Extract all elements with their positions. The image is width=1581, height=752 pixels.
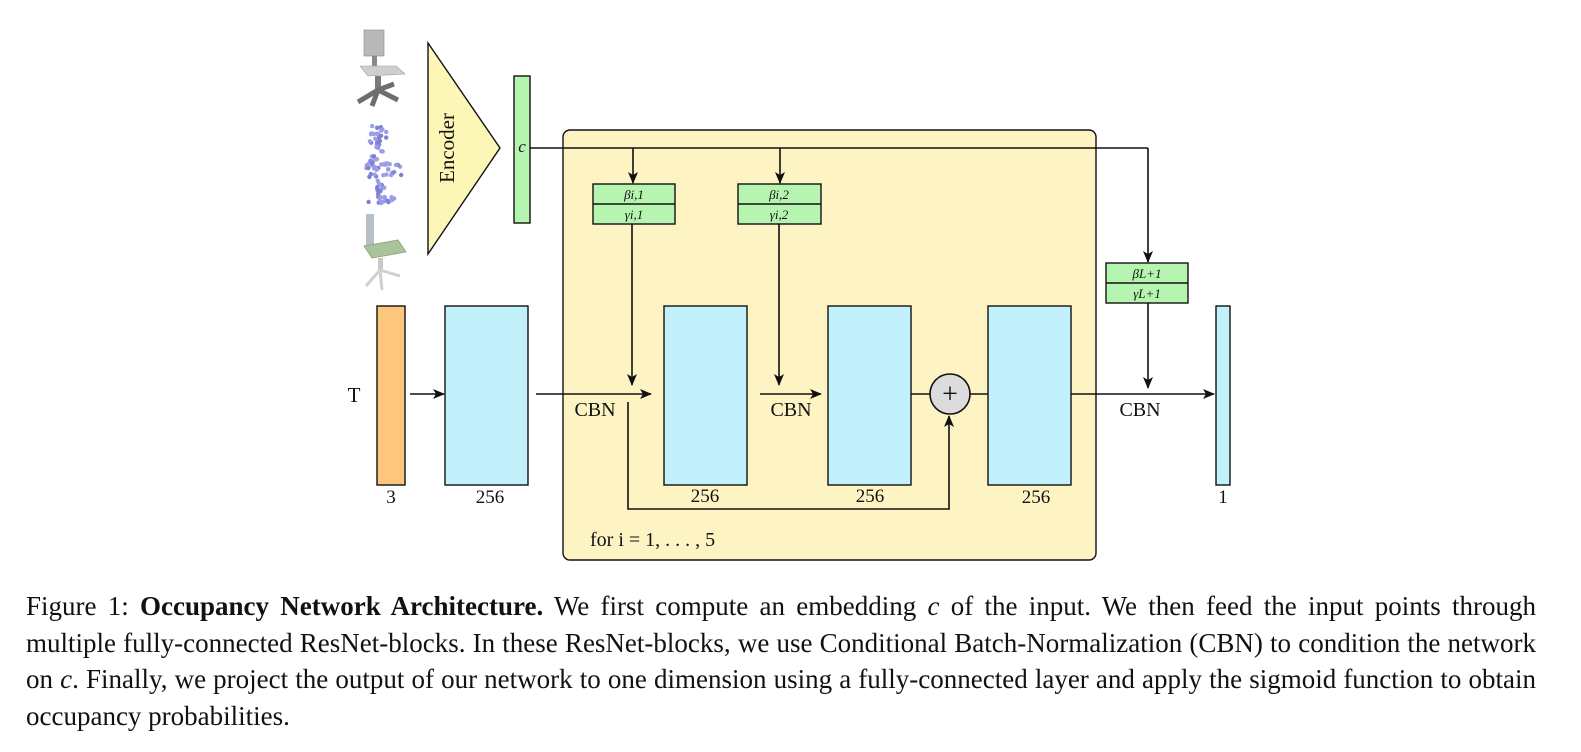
chair-image-icon [363, 214, 407, 291]
caption-title: Occupancy Network Architecture. [140, 591, 544, 621]
chair-pointcloud-icon [364, 123, 404, 206]
plus-icon: + [942, 379, 958, 410]
gamma-1-label: γi,1 [625, 207, 643, 222]
embedding-vector [513, 75, 531, 224]
param-block-2: βi,2 γi,2 [737, 183, 822, 225]
output-layer [1215, 305, 1231, 486]
fc-layer-1-dim: 256 [476, 487, 505, 508]
caption-c-2: c [60, 664, 73, 694]
resnet-fc-layer-2-dim: 256 [856, 486, 885, 507]
caption-text-2: of the input. We then feed the input poi… [26, 591, 1536, 694]
param-block-1: βi,1 γi,1 [592, 183, 676, 225]
embedding-label: c [518, 137, 526, 156]
occupancy-network-diagram: Encoder c βi,1 γi,1 βi,2 γi,2 βL+1 γL+1 … [348, 29, 1231, 561]
beta-1-label: βi,1 [623, 187, 644, 202]
caption-c-1: c [927, 591, 940, 621]
encoder-block [427, 40, 501, 257]
output-dim: 1 [1218, 487, 1228, 508]
cbn-label-3: CBN [1119, 399, 1160, 421]
fc-layer-out [987, 305, 1072, 486]
input-dim: 3 [386, 487, 396, 508]
param-arrows [627, 224, 1153, 389]
caption-text-3: . Finally, we project the output of our … [26, 664, 1537, 731]
fc-layer-out-dim: 256 [1022, 487, 1051, 508]
cbn-label-2: CBN [770, 399, 811, 421]
resnet-fc-layer-1 [663, 305, 748, 486]
gamma-final-label: γL+1 [1133, 286, 1161, 301]
resnet-fc-layer-2 [827, 305, 912, 486]
gamma-2-label: γi,2 [770, 207, 789, 222]
caption-prefix: Figure 1: [26, 591, 141, 621]
chair-mesh-icon [356, 29, 406, 107]
figure-caption: Figure 1: Occupancy Network Architecture… [26, 588, 1536, 734]
loop-label: for i = 1, . . . , 5 [590, 529, 715, 551]
flow-arrows [410, 389, 1215, 510]
fc-layer-1 [444, 305, 529, 486]
cbn-label-1: CBN [574, 399, 615, 421]
beta-final-label: βL+1 [1132, 266, 1162, 281]
input-points-layer [376, 305, 406, 486]
param-block-final: βL+1 γL+1 [1105, 262, 1189, 304]
residual-add-node: + [929, 373, 971, 415]
embedding-connections [530, 147, 1153, 263]
caption-text-1: We first compute an embedding [543, 591, 928, 621]
beta-2-label: βi,2 [768, 187, 789, 202]
input-label: T [348, 383, 361, 407]
resnet-fc-layer-1-dim: 256 [691, 486, 720, 507]
encoder-label: Encoder [435, 113, 459, 183]
